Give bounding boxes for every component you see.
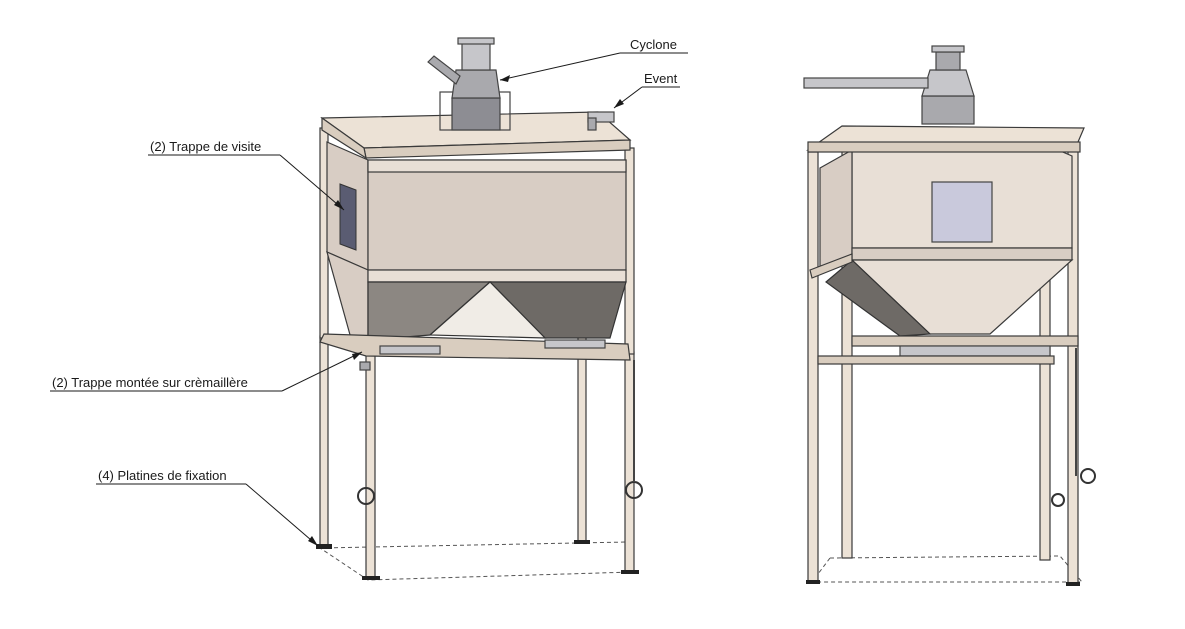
left-view xyxy=(316,37,643,581)
right-lower-rail xyxy=(817,355,1055,365)
left-top-frame-side xyxy=(321,116,367,160)
left-rack-gate-2 xyxy=(544,339,606,349)
trappe-cremaillere-arrowhead xyxy=(352,352,362,360)
platines-arrowhead xyxy=(308,536,318,546)
left-gate-bracket xyxy=(359,361,371,371)
right-cone-side xyxy=(825,259,932,337)
left-base-plate-3 xyxy=(362,576,380,580)
label-platines: (4) Platines de fixation xyxy=(98,468,227,483)
label-event: Event xyxy=(644,71,678,86)
right-rack-gate xyxy=(899,345,1051,357)
left-cone-gap xyxy=(428,281,547,339)
right-side-rail xyxy=(809,253,853,279)
left-hopper-rim xyxy=(367,269,627,283)
left-base-plate-4 xyxy=(621,570,639,574)
left-base-plate-2 xyxy=(574,540,590,544)
left-body-top-band xyxy=(367,159,627,173)
right-handwheel-1 xyxy=(1080,468,1096,484)
right-base-plate-1 xyxy=(806,580,820,584)
left-cyclone-stack xyxy=(461,41,491,71)
right-leg-front-left xyxy=(807,151,819,583)
callouts: Cyclone Event (2) Trappe de visite (2) T… xyxy=(50,37,688,547)
cyclone-leader xyxy=(499,52,621,81)
label-trappe-visite: (2) Trappe de visite xyxy=(150,139,261,154)
right-inspection-hatch xyxy=(931,181,993,243)
event-arrowhead xyxy=(614,99,624,108)
right-cyclone-stack xyxy=(935,51,961,71)
left-side-inspection-hatch xyxy=(339,183,357,251)
left-base-plate-1 xyxy=(316,544,332,549)
label-cyclone: Cyclone xyxy=(630,37,677,52)
trappe-cremaillere-leader xyxy=(281,351,363,392)
trappe-visite-arrowhead xyxy=(334,200,344,210)
platines-leader xyxy=(245,483,319,547)
left-handwheel-1 xyxy=(357,487,375,505)
right-view xyxy=(803,45,1096,586)
left-leg-back-left xyxy=(319,335,329,549)
left-cyclone-body xyxy=(451,69,501,99)
left-rack-gate-1 xyxy=(379,345,441,355)
left-leg-front-right xyxy=(624,351,635,573)
right-cyclone-lower xyxy=(921,95,975,125)
right-cyclone-inlet-pipe xyxy=(803,77,929,89)
right-bottom-frame xyxy=(851,335,1079,347)
left-leg-front-left xyxy=(365,349,376,579)
trappe-visite-leader xyxy=(279,154,345,211)
cyclone-arrowhead xyxy=(500,75,510,82)
right-hopper-rim xyxy=(851,247,1073,261)
right-cyclone-flange xyxy=(931,45,965,53)
left-cyclone-lower xyxy=(451,97,501,131)
left-leg-back-right xyxy=(577,335,587,543)
left-vent-stem xyxy=(587,117,597,131)
left-vent xyxy=(587,111,615,123)
right-handwheel-2 xyxy=(1051,493,1065,507)
left-cyclone-inlet-pipe xyxy=(427,55,461,85)
right-cyclone-body xyxy=(921,69,975,97)
right-leg-back-right xyxy=(1039,279,1051,561)
right-base-plate-2 xyxy=(1066,582,1080,586)
label-trappe-cremaillere: (2) Trappe montée sur crèmaillère xyxy=(52,375,248,390)
left-cyclone-flange xyxy=(457,37,495,45)
left-body-front xyxy=(367,159,627,271)
right-body-side xyxy=(819,148,853,273)
right-top-frame-front xyxy=(807,141,1081,153)
